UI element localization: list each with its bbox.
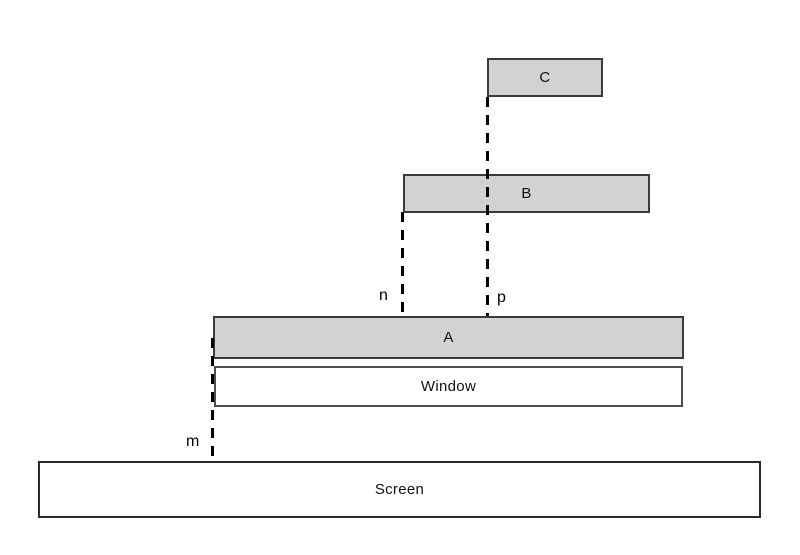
box-a: A bbox=[213, 316, 684, 359]
marker-label-n: n bbox=[379, 287, 388, 304]
box-window-label: Window bbox=[420, 378, 477, 395]
box-c: C bbox=[487, 58, 603, 97]
box-b-label: B bbox=[521, 185, 532, 202]
box-a-label: A bbox=[443, 329, 454, 346]
dashed-line-p bbox=[486, 97, 489, 316]
dashed-line-n bbox=[401, 212, 404, 316]
dashed-line-m bbox=[211, 338, 214, 461]
marker-label-m: m bbox=[186, 433, 200, 450]
marker-label-p: p bbox=[497, 289, 506, 306]
box-screen-label: Screen bbox=[374, 481, 425, 498]
box-screen: Screen bbox=[38, 461, 761, 518]
box-c-label: C bbox=[539, 69, 551, 86]
box-b: B bbox=[403, 174, 650, 213]
box-window: Window bbox=[214, 366, 683, 407]
